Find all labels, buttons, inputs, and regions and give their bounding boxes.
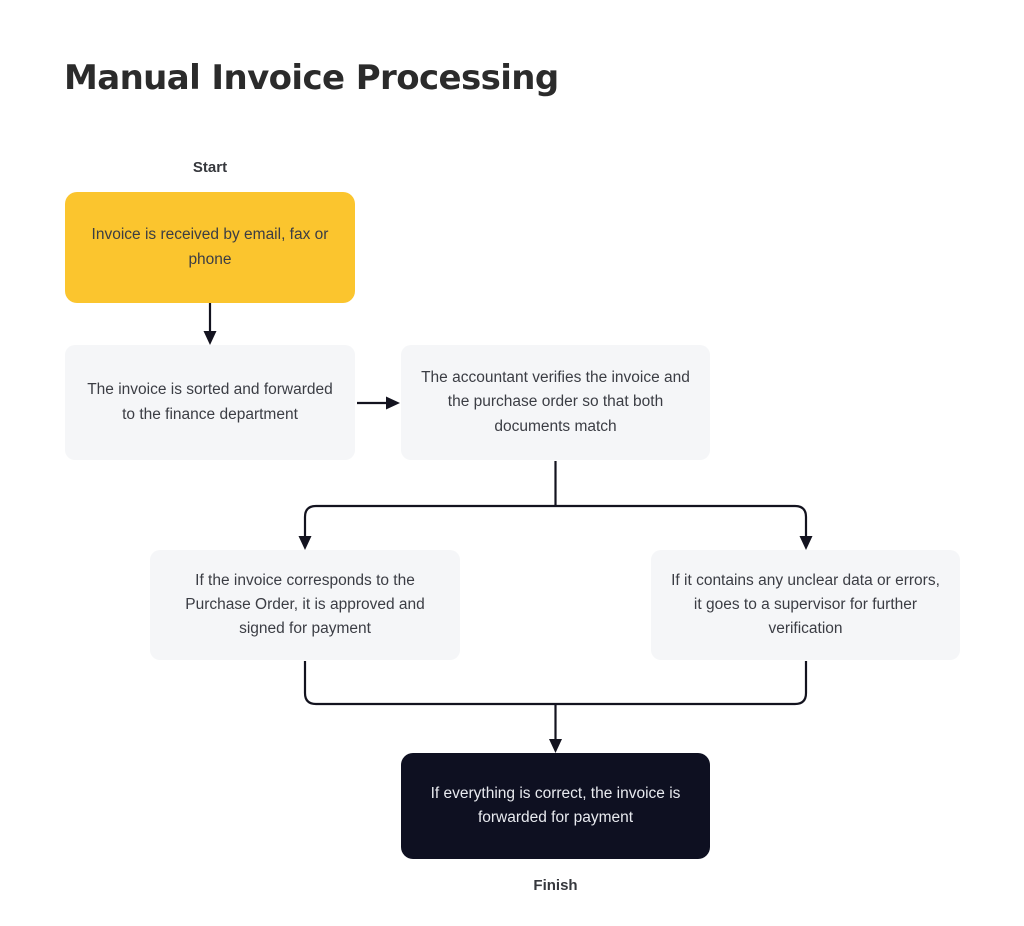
edge-merge-to-final xyxy=(303,661,808,753)
start-caption: Start xyxy=(192,159,228,176)
node-invoice-approved-label: If the invoice corresponds to the Purcha… xyxy=(185,571,425,637)
node-invoice-received[interactable]: Invoice is received by email, fax or pho… xyxy=(65,192,355,303)
finish-caption: Finish xyxy=(533,877,578,894)
node-invoice-sorted-forwarded[interactable]: The invoice is sorted and forwarded to t… xyxy=(65,345,355,460)
node-accountant-verifies[interactable]: The accountant verifies the invoice and … xyxy=(401,345,710,460)
node-forwarded-for-payment[interactable]: If everything is correct, the invoice is… xyxy=(401,753,710,859)
edge-sorted-to-verify xyxy=(357,396,400,410)
node-unclear-data-supervisor[interactable]: If it contains any unclear data or error… xyxy=(651,550,960,660)
page-title: Manual Invoice Processing xyxy=(64,58,559,98)
node-invoice-approved[interactable]: If the invoice corresponds to the Purcha… xyxy=(150,550,460,660)
edge-verify-split xyxy=(298,461,813,550)
node-accountant-verifies-label: The accountant verifies the invoice and … xyxy=(421,369,690,435)
node-forwarded-for-payment-label: If everything is correct, the invoice is… xyxy=(430,784,681,826)
node-invoice-sorted-forwarded-label: The invoice is sorted and forwarded to t… xyxy=(87,381,333,423)
edge-start-to-sorted xyxy=(203,303,217,345)
node-unclear-data-supervisor-label: If it contains any unclear data or error… xyxy=(671,571,940,637)
node-invoice-received-label: Invoice is received by email, fax or pho… xyxy=(91,226,329,268)
